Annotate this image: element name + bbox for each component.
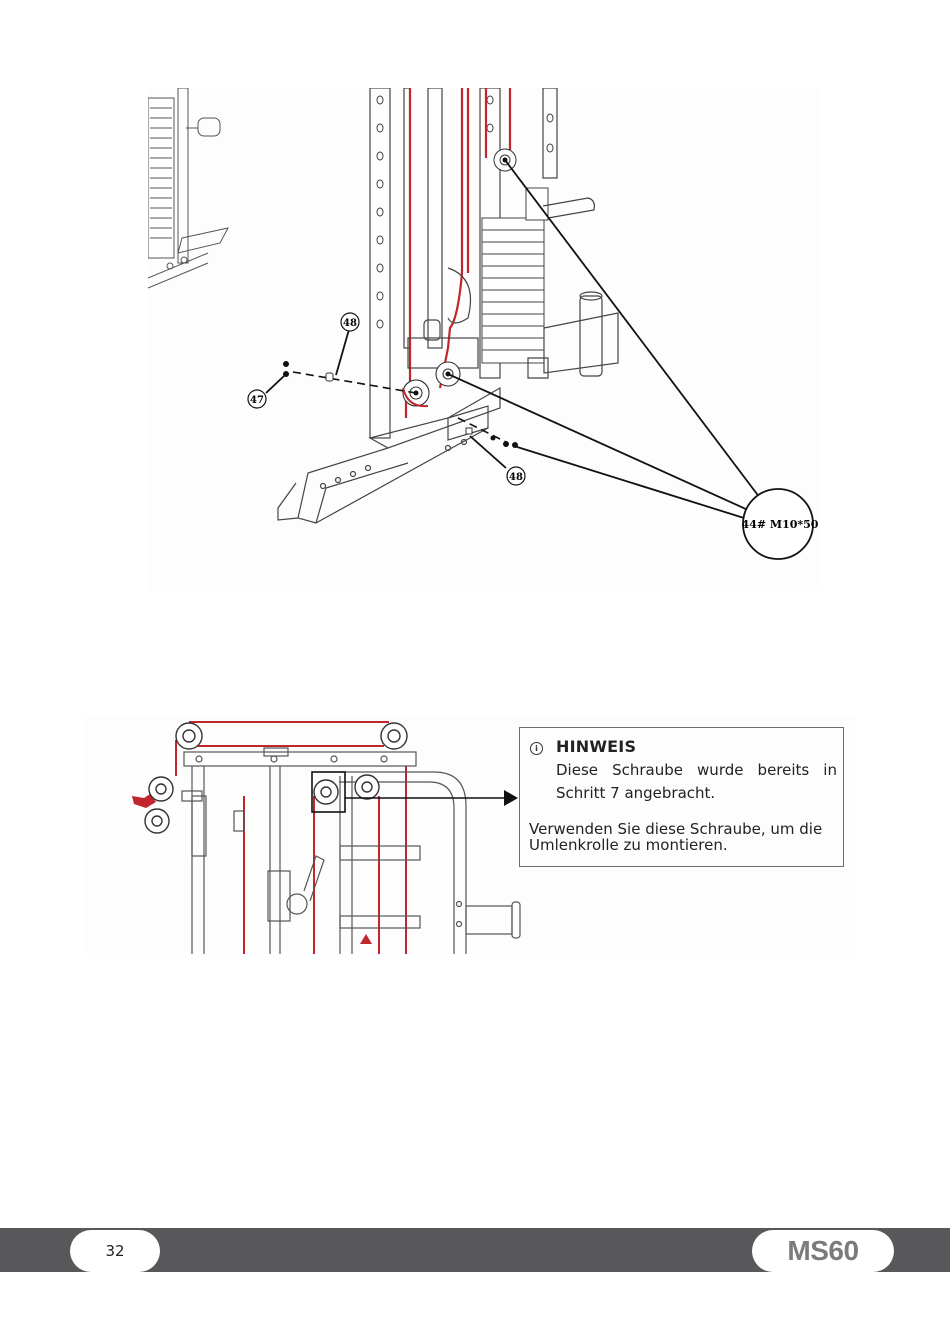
note-text-1: Diese Schraube wurde bereits in Schritt …	[556, 761, 837, 802]
note-text-2: Verwenden Sie diese Schraube, um die Uml…	[529, 820, 823, 854]
part-label-48-top: 48	[340, 312, 360, 332]
svg-text:47: 47	[250, 395, 264, 406]
info-icon: i	[530, 742, 543, 755]
note-box: i HINWEIS Diese Schraube wurde bereits i…	[519, 727, 844, 867]
assembly-drawing-pulley-mount: 48 47 48 44# M10*50	[148, 88, 818, 590]
part-label-48-bottom: 48	[506, 466, 526, 486]
page-number: 32	[70, 1230, 160, 1272]
model-name: MS60	[752, 1230, 894, 1272]
top-frame-detail-drawing	[84, 716, 856, 954]
svg-text:48: 48	[343, 318, 357, 329]
note-title: HINWEIS	[556, 737, 637, 756]
svg-text:44# M10*50: 44# M10*50	[742, 518, 818, 531]
part-label-47: 47	[247, 389, 267, 409]
svg-text:48: 48	[509, 472, 523, 483]
bolt-callout: 44# M10*50	[742, 488, 818, 560]
